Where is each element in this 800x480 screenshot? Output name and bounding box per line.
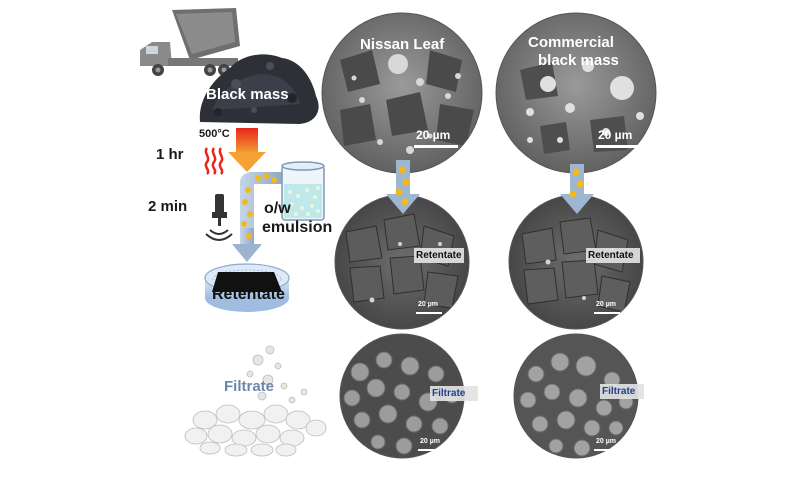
scale-bar-label: 20 µm xyxy=(598,128,633,142)
column-title-commercial-line2: black mass xyxy=(538,52,619,69)
black-mass-pile xyxy=(199,54,319,124)
retentate-micrograph-label: Retentate xyxy=(416,250,462,261)
scale-bar-label: 20 µm xyxy=(420,438,440,445)
sonicator-icon xyxy=(205,194,233,241)
emulsion-label-line2: emulsion xyxy=(262,219,333,236)
scale-bar-label: 20 µm xyxy=(596,438,616,445)
emulsion-label-line1: o/w xyxy=(264,200,291,217)
retentate-tag-bg-right xyxy=(586,248,640,263)
filtrate-tag-bg-right xyxy=(600,384,644,399)
heating-arrow xyxy=(228,128,266,172)
sem-nissan-leaf-raw xyxy=(322,13,482,173)
filter-dish-icon xyxy=(204,263,290,312)
arrow-down-left xyxy=(386,160,420,214)
filtrate-tag-bg-left xyxy=(430,386,478,401)
emulsion-beads xyxy=(241,173,277,239)
retentate-micrograph-label: Retentate xyxy=(588,250,634,261)
heat-icon xyxy=(204,147,224,175)
arrow-down-right xyxy=(560,164,594,214)
beaker-icon xyxy=(281,161,325,221)
filtrate-micrograph-label: Filtrate xyxy=(602,386,636,397)
filtrate-micrograph-label: Filtrate xyxy=(432,388,466,399)
column-title-commercial-line1: Commercial xyxy=(528,34,614,51)
filtrate-particles xyxy=(184,345,327,457)
black-mass-label: Black mass xyxy=(206,86,289,103)
filtrate-process-label: Filtrate xyxy=(224,378,275,395)
sem-commercial-filtrate xyxy=(514,334,638,458)
dump-truck-icon xyxy=(140,8,240,76)
retentate-dish-label: Retentate xyxy=(212,286,285,303)
scale-bar-label: 20 µm xyxy=(416,128,451,142)
scale-bar-label: 20 µm xyxy=(418,301,438,308)
scale-bars xyxy=(414,145,640,451)
scale-bar-label: 20 µm xyxy=(596,301,616,308)
temperature-label: 500°C xyxy=(199,128,230,140)
retentate-tag-bg-left xyxy=(414,248,464,263)
column-title-nissan-leaf: Nissan Leaf xyxy=(360,36,445,53)
heat-time-label: 1 hr xyxy=(156,146,184,163)
sonication-time-label: 2 min xyxy=(148,198,188,215)
sem-commercial-raw xyxy=(496,13,656,173)
